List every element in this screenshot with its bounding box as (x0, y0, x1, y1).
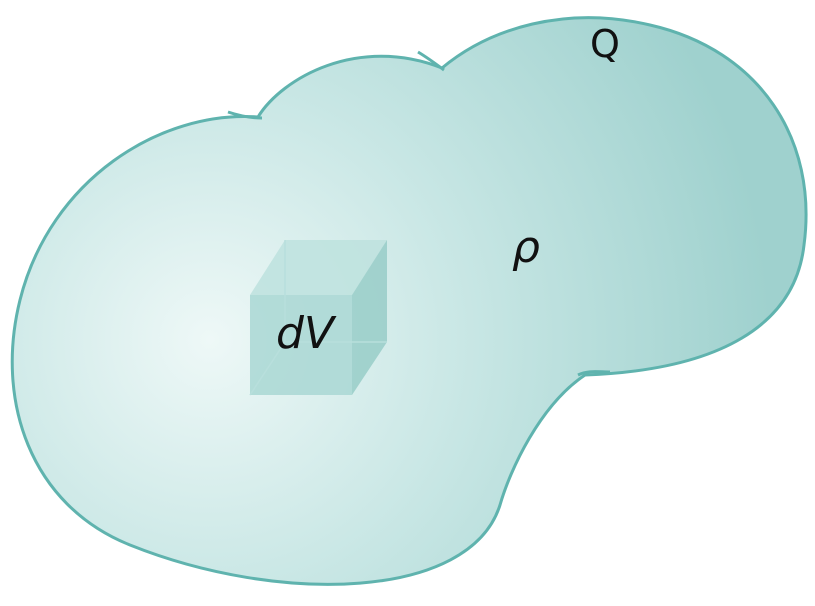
lobe-notch-left (227, 110, 263, 120)
volume-element-cube (249, 240, 387, 396)
charge-density-label: ρ (512, 222, 540, 273)
volume-element-label: dV (276, 308, 337, 359)
cube-front-face (250, 295, 352, 395)
lobe-notch-top (417, 50, 445, 72)
charged-region (10, 16, 808, 586)
total-charge-label: Q (590, 22, 620, 66)
cube-side-face (352, 240, 387, 395)
lobe-notch-right (577, 370, 611, 377)
